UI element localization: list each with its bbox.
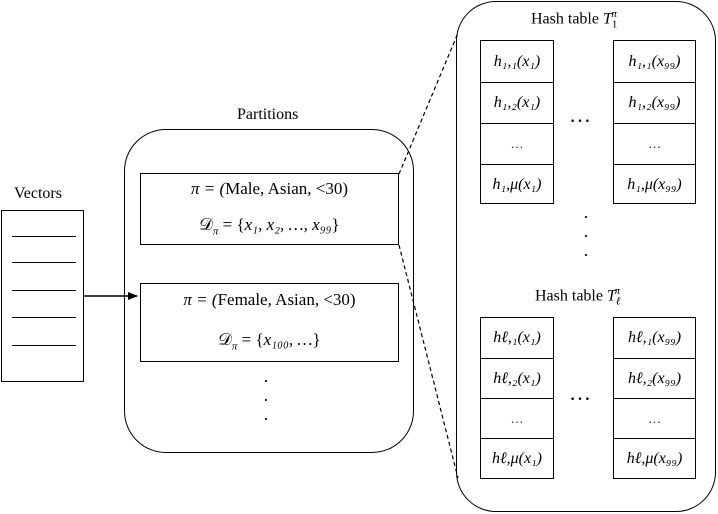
- vector-line: [12, 290, 76, 291]
- partitions-more-dots: ···: [263, 371, 269, 429]
- hash-cell-ellipsis: …: [481, 398, 553, 438]
- hash-table-l-between-ellipsis: …: [569, 380, 591, 405]
- partition-box-1[interactable]: π = (Male, Asian, <30) 𝒟π = {x₁, x₂, …, …: [140, 173, 399, 245]
- vector-line: [12, 236, 76, 237]
- hash-cell[interactable]: h₁,₂(x₁): [481, 82, 553, 123]
- hash-cell-ellipsis: …: [481, 123, 553, 164]
- vector-line: [12, 317, 76, 318]
- vectors-box: [1, 210, 84, 382]
- hash-cell[interactable]: hℓ,₁(x₁): [493, 329, 541, 346]
- hash-cell[interactable]: h₁,₁(x₁): [493, 52, 541, 70]
- hash-cell-ellipsis: …: [614, 398, 695, 438]
- partition-2-pi: π = (Female, Asian, <30): [183, 290, 356, 309]
- hash-cell[interactable]: h₁,₁(x₉₉): [628, 52, 681, 70]
- hash-cell[interactable]: h₁,μ(x₁): [481, 164, 553, 204]
- hash-cell[interactable]: hℓ,μ(x₉₉): [614, 438, 695, 479]
- zoom-line-top: [398, 32, 459, 175]
- hash-table-l-title: Hash table Tℓπ: [535, 285, 621, 308]
- hash-cell-ellipsis: …: [614, 123, 695, 164]
- partition-box-2[interactable]: π = (Female, Asian, <30) 𝒟π = {x₁₀₀, …}: [140, 283, 399, 362]
- hash-table-1-between-ellipsis: …: [569, 102, 591, 127]
- hash-cell[interactable]: hℓ,₁(x₉₉): [627, 329, 682, 346]
- hash-cell[interactable]: hℓ,₂(x₉₉): [614, 358, 695, 398]
- hash-table-1-title: Hash table T1π: [531, 8, 618, 31]
- hash-tables-more-dots: ···: [583, 207, 589, 265]
- vector-line: [12, 262, 76, 263]
- partitions-label: Partitions: [237, 106, 299, 123]
- vectors-label: Vectors: [14, 185, 62, 202]
- partition-2-set: 𝒟π = {x₁₀₀, …}: [218, 330, 321, 353]
- zoom-line-bottom: [398, 244, 459, 479]
- hash-cell[interactable]: h₁,₂(x₉₉): [614, 82, 695, 123]
- vector-line: [12, 345, 76, 346]
- partition-1-set: 𝒟π = {x₁, x₂, …, x₉₉}: [199, 215, 340, 238]
- hash-table-1-left-column: h₁,₁(x₁) h₁,₂(x₁) … h₁,μ(x₁): [480, 40, 554, 204]
- hash-cell[interactable]: hℓ,₂(x₁): [481, 358, 553, 398]
- partition-1-pi: π = (Male, Asian, <30): [190, 179, 349, 198]
- hash-table-l-left-column: hℓ,₁(x₁) hℓ,₂(x₁) … hℓ,μ(x₁): [480, 317, 554, 479]
- hash-table-1-right-column: h₁,₁(x₉₉) h₁,₂(x₉₉) … h₁,μ(x₉₉): [613, 40, 696, 204]
- hash-table-l-right-column: hℓ,₁(x₉₉) hℓ,₂(x₉₉) … hℓ,μ(x₉₉): [613, 317, 696, 479]
- hash-cell[interactable]: hℓ,μ(x₁): [481, 438, 553, 479]
- hash-cell[interactable]: h₁,μ(x₉₉): [614, 164, 695, 204]
